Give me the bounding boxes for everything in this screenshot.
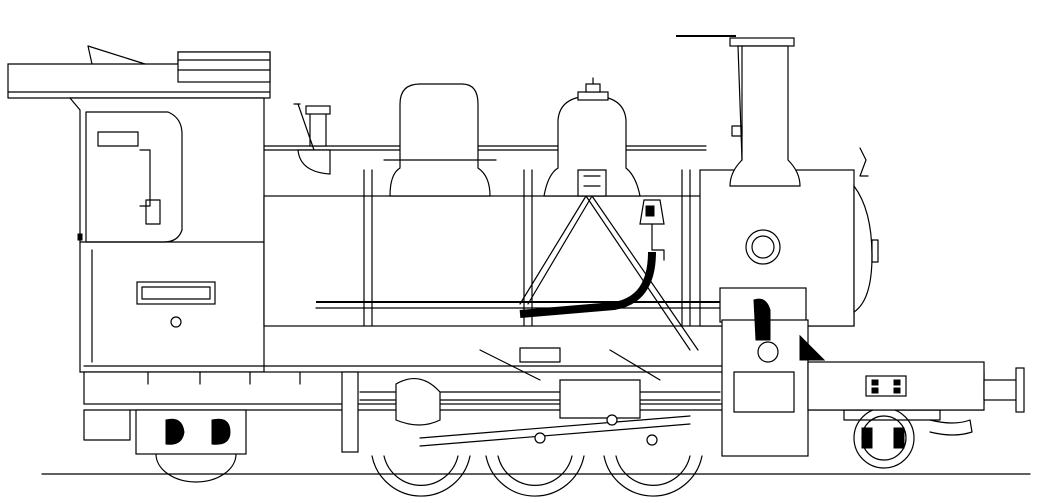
chimney bbox=[676, 35, 801, 187]
chimney-cap bbox=[729, 37, 795, 47]
cab-body bbox=[68, 97, 265, 373]
safety-valve bbox=[293, 103, 331, 175]
leading-truck bbox=[843, 407, 973, 469]
cab-rivet bbox=[170, 316, 182, 328]
driving-wheel-2 bbox=[485, 455, 585, 497]
buffer-beam bbox=[807, 361, 1025, 413]
roof-hatch bbox=[177, 51, 271, 83]
boiler-support-frame bbox=[519, 169, 699, 351]
driving-wheel-3 bbox=[603, 455, 703, 497]
rear-truck bbox=[135, 409, 247, 483]
buffer bbox=[983, 379, 1019, 401]
steam-pipe bbox=[519, 199, 665, 318]
driving-wheel-1 bbox=[371, 455, 471, 497]
roof-vent bbox=[87, 45, 146, 65]
cab bbox=[7, 45, 271, 373]
steam-dome bbox=[383, 83, 497, 197]
headlamp-ring bbox=[745, 229, 781, 265]
sand-dome bbox=[543, 77, 641, 197]
cab-number-plate bbox=[136, 281, 216, 305]
valve-gear bbox=[359, 347, 721, 447]
frame-brackets bbox=[147, 371, 301, 385]
smokebox-door bbox=[853, 184, 873, 314]
